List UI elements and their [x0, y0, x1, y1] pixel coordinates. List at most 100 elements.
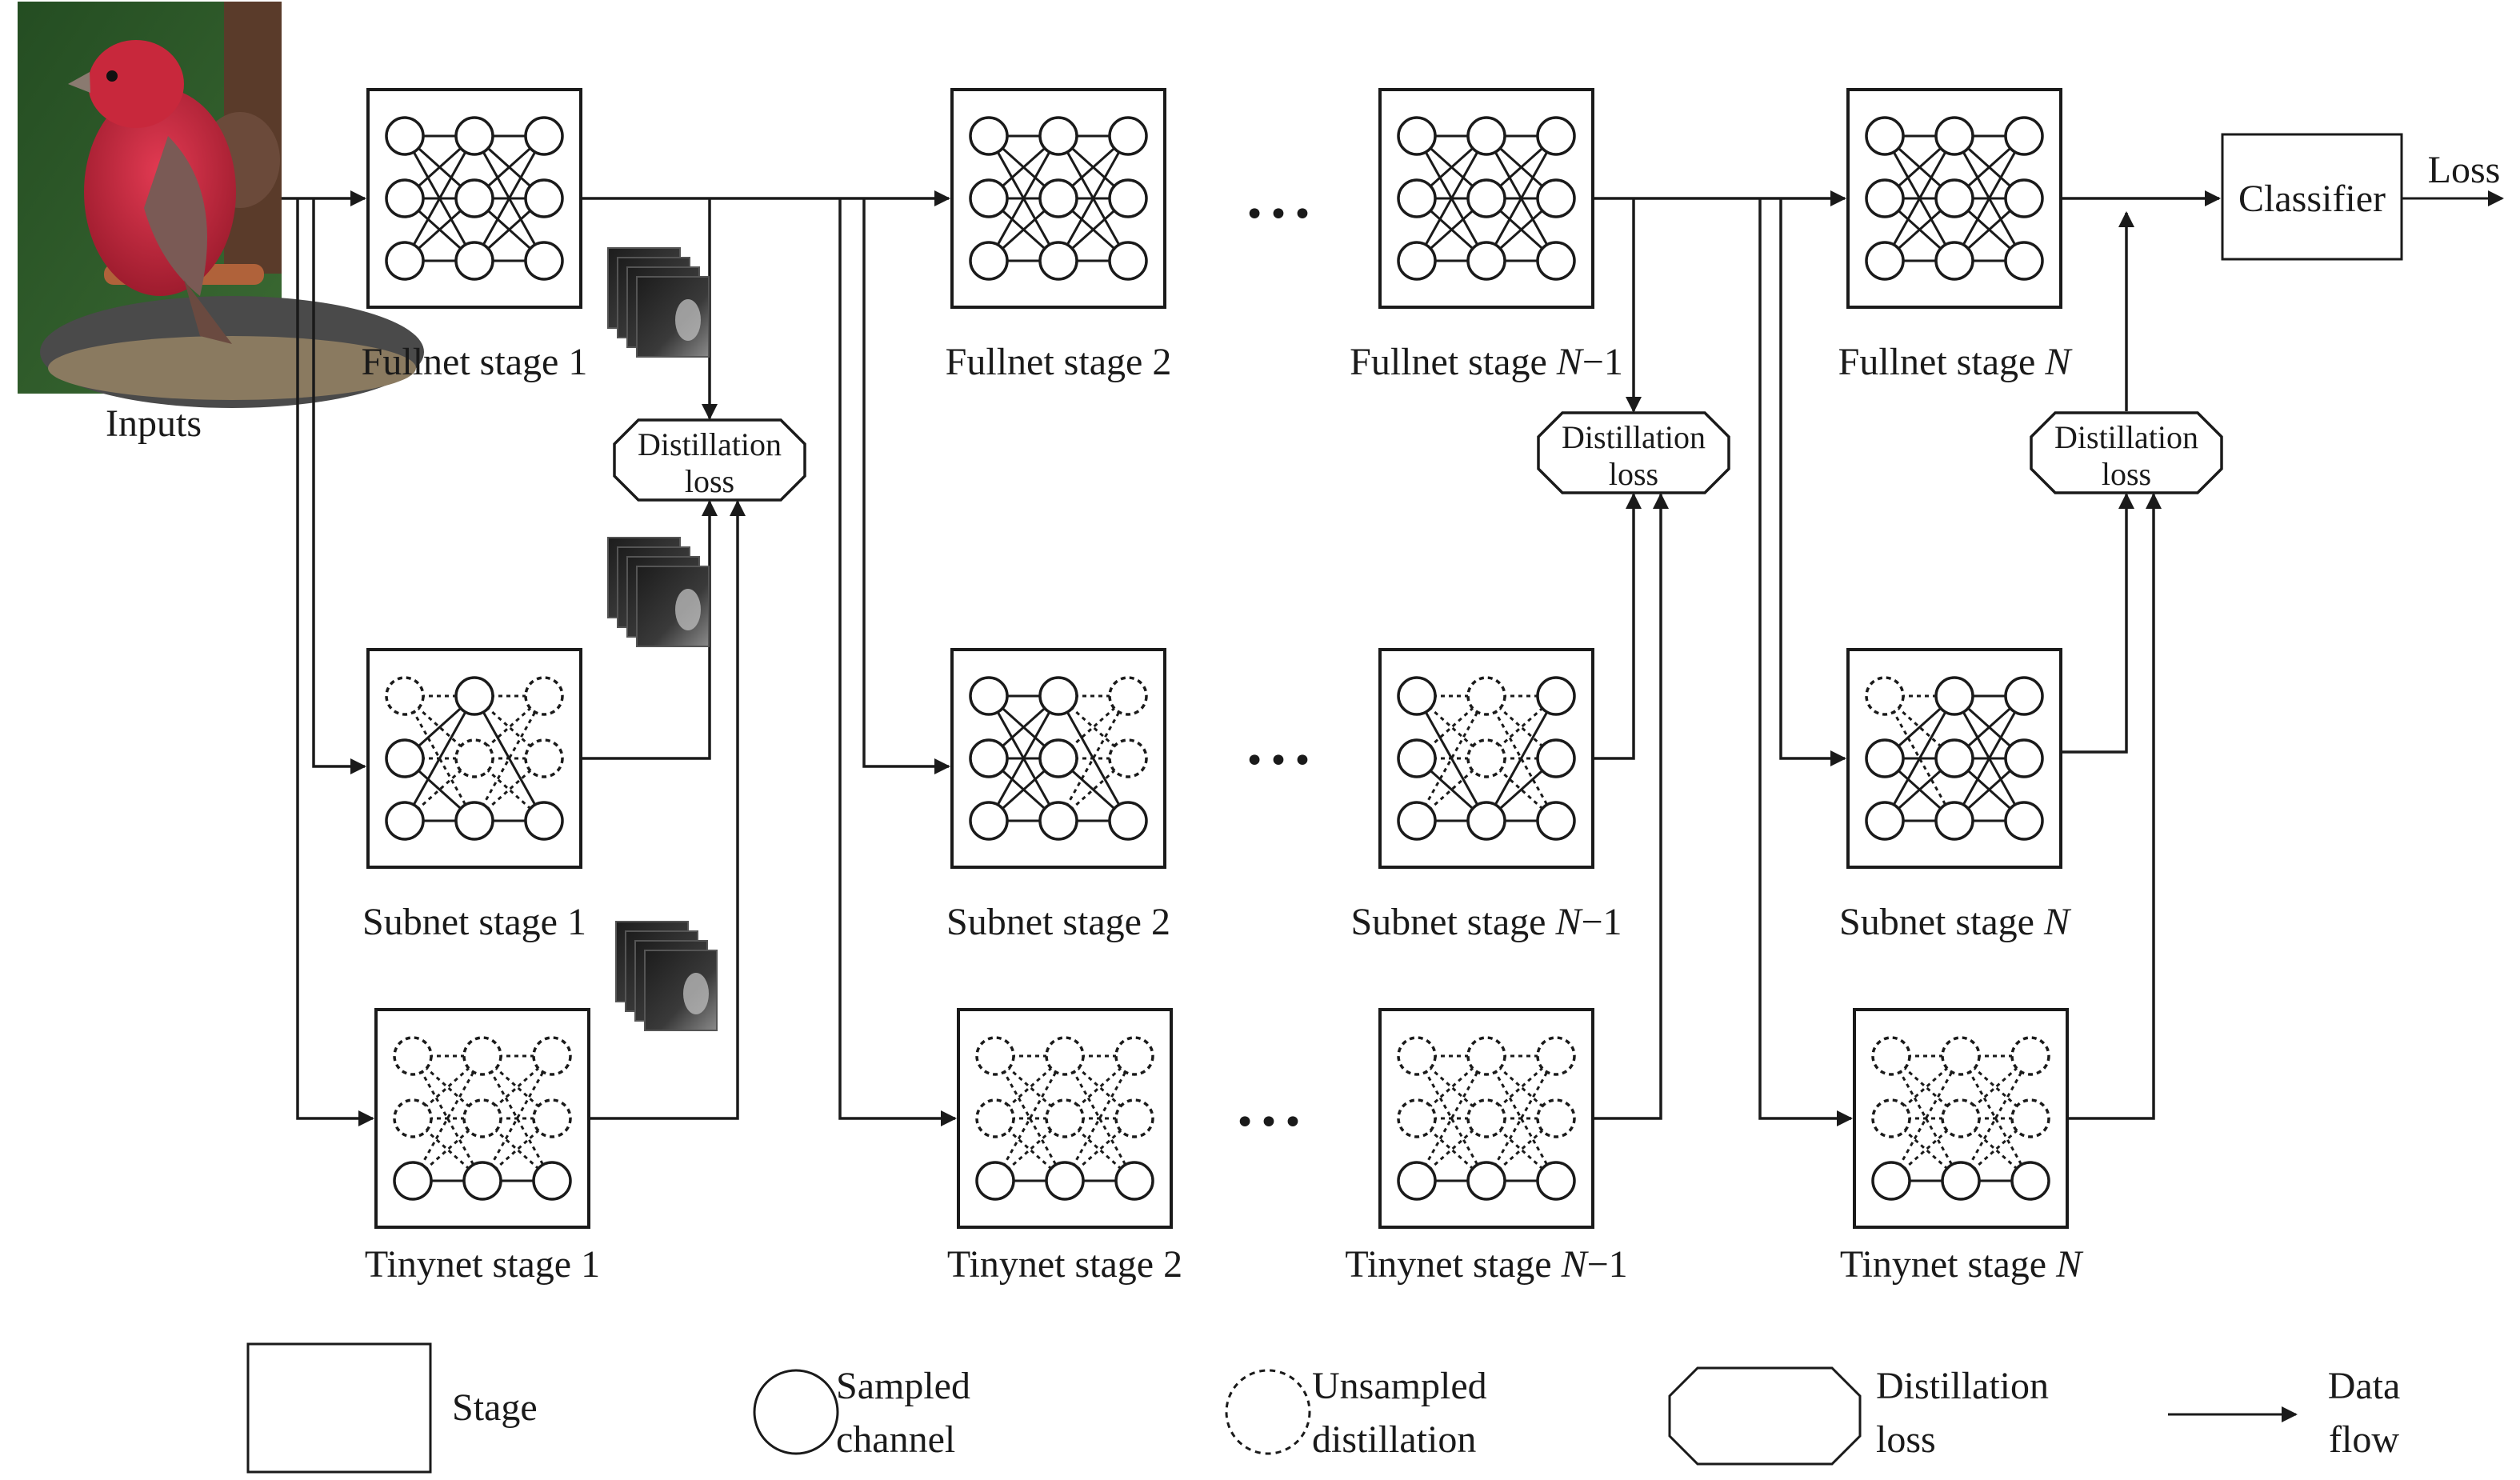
sampled-channel-node	[1536, 1161, 1576, 1201]
input-image	[18, 2, 424, 408]
subnet-stage-label: Subnet stage N	[1839, 901, 2072, 943]
sampled-channel-node	[524, 241, 564, 281]
sampled-channel-node	[385, 178, 425, 218]
tinynet-stage-3	[1378, 1008, 1594, 1229]
legend-sampled-line2: channel	[836, 1418, 955, 1461]
sampled-channel-node	[975, 1161, 1015, 1201]
sampled-channel-node	[454, 801, 494, 841]
sampled-channel-node	[1865, 738, 1905, 778]
unsampled-node	[385, 676, 425, 716]
sampled-channel-node	[1397, 178, 1437, 218]
sampled-channel-node	[1397, 676, 1437, 716]
ellipsis-2: •••	[1244, 741, 1316, 782]
sampled-channel-node	[969, 801, 1009, 841]
sampled-channel-node	[2004, 116, 2044, 156]
legend-stage-box	[246, 1342, 432, 1474]
unsampled-node	[1108, 738, 1148, 778]
subnet-stage-label: Subnet stage N−1	[1350, 901, 1622, 943]
sampled-channel-node	[2010, 1161, 2050, 1201]
sampled-channel-node	[454, 178, 494, 218]
fullnet-stage-label: Fullnet stage 1	[362, 341, 588, 383]
unsampled-node	[1045, 1036, 1085, 1076]
sampled-channel-node	[1865, 116, 1905, 156]
sampled-channel-node	[1466, 178, 1506, 218]
tinynet-stage-label: Tinynet stage N−1	[1345, 1243, 1627, 1286]
fullnet-stage-3	[1378, 88, 1594, 309]
legend-distillation-line1: Distillation	[1876, 1365, 2049, 1407]
sampled-channel-node	[454, 241, 494, 281]
sampled-channel-node	[462, 1161, 502, 1201]
tinynet-stage-2	[957, 1008, 1173, 1229]
legend-flow-line1: Data	[2328, 1365, 2401, 1407]
unsampled-node	[524, 676, 564, 716]
fullnet-stage-label: Fullnet stage N−1	[1350, 341, 1623, 383]
sampled-channel-node	[1934, 801, 1974, 841]
legend: Stage Sampled channel Unsampled distilla…	[246, 1342, 2401, 1474]
unsampled-node	[2010, 1098, 2050, 1138]
sampled-channel-node	[1397, 1161, 1437, 1201]
sampled-channel-node	[1108, 241, 1148, 281]
distillation-loss-line1: Distillation	[638, 426, 782, 462]
sampled-channel-node	[1466, 116, 1506, 156]
unsampled-node	[975, 1036, 1015, 1076]
sampled-channel-node	[1536, 116, 1576, 156]
sampled-channel-node	[1934, 116, 1974, 156]
unsampled-node	[532, 1036, 572, 1076]
sampled-channel-node	[1397, 116, 1437, 156]
sampled-channel-node	[1934, 738, 1974, 778]
sampled-channel-node	[2004, 178, 2044, 218]
sampled-channel-node	[1536, 241, 1576, 281]
subnet-stage-1	[366, 648, 582, 869]
sampled-channel-node	[385, 801, 425, 841]
sampled-channel-node	[2004, 676, 2044, 716]
fullnet-stage-label: Fullnet stage N	[1838, 341, 2074, 383]
unsampled-node	[1871, 1036, 1911, 1076]
sampled-channel-node	[1397, 801, 1437, 841]
subnet-stage-4	[1846, 648, 2062, 869]
ellipsis-3: •••	[1234, 1102, 1306, 1143]
subnet-stage-2	[950, 648, 1166, 869]
sampled-channel-node	[2004, 801, 2044, 841]
sampled-channel-node	[1397, 738, 1437, 778]
fullnet-stage-1	[366, 88, 582, 309]
tinynet-stage-1	[374, 1008, 590, 1229]
classifier-box: Classifier	[2221, 133, 2403, 261]
unsampled-node	[393, 1036, 433, 1076]
sampled-channel-node	[393, 1161, 433, 1201]
data-flow-wires	[282, 190, 2221, 1126]
sampled-channel-node	[1934, 178, 1974, 218]
unsampled-node	[454, 738, 494, 778]
sampled-channel-node	[1108, 178, 1148, 218]
sampled-channel-node	[454, 116, 494, 156]
sampled-channel-node	[1114, 1161, 1154, 1201]
unsampled-node	[1865, 676, 1905, 716]
unsampled-node	[1114, 1098, 1154, 1138]
sampled-channel-node	[1038, 178, 1078, 218]
sampled-channel-node	[1397, 241, 1437, 281]
sampled-channel-node	[454, 676, 494, 716]
sampled-channel-node	[1941, 1161, 1981, 1201]
unsampled-node	[532, 1098, 572, 1138]
distillation-loss-line1: Distillation	[1562, 419, 1706, 455]
sampled-channel-node	[1865, 241, 1905, 281]
sampled-channel-node	[1038, 116, 1078, 156]
unsampled-node	[524, 738, 564, 778]
fullnet-stage-label: Fullnet stage 2	[946, 341, 1172, 383]
unsampled-node	[1941, 1098, 1981, 1138]
sampled-channel-node	[2004, 738, 2044, 778]
sampled-channel-node	[1466, 241, 1506, 281]
unsampled-node	[1466, 676, 1506, 716]
sampled-channel-node	[1934, 241, 1974, 281]
sampled-channel-node	[1108, 801, 1148, 841]
sampled-channel-node	[385, 738, 425, 778]
feature-maps-subnet	[607, 537, 710, 647]
sampled-channel-node	[969, 738, 1009, 778]
legend-unsampled-circle	[1225, 1369, 1311, 1455]
sampled-channel-node	[524, 801, 564, 841]
unsampled-node	[2010, 1036, 2050, 1076]
sampled-channel-node	[524, 178, 564, 218]
unsampled-node	[1536, 1098, 1576, 1138]
subnet-stage-label: Subnet stage 1	[362, 901, 586, 943]
